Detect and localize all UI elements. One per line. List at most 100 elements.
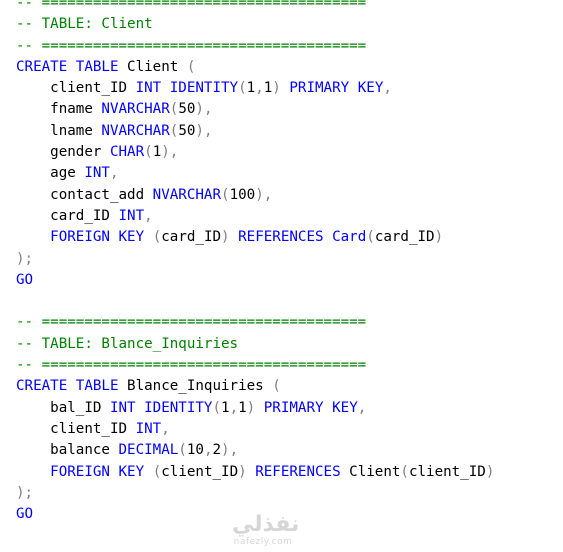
sql-punctuation: , <box>161 420 170 437</box>
sql-code-editor[interactable]: -- =====================================… <box>16 0 556 525</box>
code-line: client_ID INT IDENTITY(1,1) PRIMARY KEY, <box>16 78 556 99</box>
sql-keyword: KEY <box>357 80 384 97</box>
code-line: lname NVARCHAR(50), <box>16 121 556 142</box>
sql-keyword: TABLE <box>75 58 119 75</box>
sql-comment: -- =====================================… <box>16 357 367 374</box>
sql-punctuation: ( <box>238 80 247 97</box>
sql-identifier: 50 <box>178 101 196 118</box>
nafezly-watermark: نفذلي nafezly.com <box>232 512 300 548</box>
sql-punctuation: ( <box>212 399 222 416</box>
sql-punctuation: ), <box>195 122 213 139</box>
sql-punctuation: , <box>144 207 153 224</box>
code-line: GO <box>16 504 556 525</box>
sql-punctuation: ( <box>152 463 162 480</box>
watermark-logo: نفذلي <box>232 512 300 537</box>
sql-identifier: lname <box>16 122 102 139</box>
sql-identifier: bal_ID <box>16 399 110 416</box>
sql-identifier <box>144 464 153 480</box>
sql-punctuation: ( <box>221 186 230 203</box>
sql-identifier: age <box>16 165 85 182</box>
code-line: fname NVARCHAR(50), <box>16 99 556 120</box>
sql-keyword: REFERENCES <box>238 229 324 246</box>
sql-keyword: TABLE <box>75 378 119 395</box>
sql-keyword: REFERENCES <box>255 463 341 480</box>
code-line: ); <box>16 483 556 504</box>
code-line: -- =====================================… <box>16 36 556 57</box>
sql-punctuation: , <box>203 442 213 459</box>
sql-identifier: client_ID <box>161 463 239 480</box>
sql-comment: -- TABLE: Client <box>16 16 153 33</box>
code-line: -- =====================================… <box>16 355 556 376</box>
sql-keyword: IDENTITY <box>144 399 213 416</box>
code-line: FOREIGN KEY (card_ID) REFERENCES Card(ca… <box>16 227 556 248</box>
sql-punctuation: ), <box>221 442 239 459</box>
sql-comment: -- =====================================… <box>16 314 367 331</box>
sql-keyword: Card <box>332 229 367 246</box>
sql-punctuation: ); <box>16 250 34 267</box>
sql-identifier <box>67 59 76 75</box>
watermark-site: nafezly.com <box>233 537 293 547</box>
code-line: -- TABLE: Client <box>16 14 556 35</box>
sql-identifier: Client <box>118 58 187 75</box>
sql-keyword: KEY <box>118 229 145 246</box>
sql-punctuation: ) <box>221 229 230 246</box>
sql-keyword: DECIMAL <box>118 442 179 459</box>
sql-identifier: 10 <box>186 442 204 459</box>
sql-keyword: CHAR <box>109 144 145 161</box>
sql-punctuation: ), <box>161 144 179 161</box>
sql-punctuation: ) <box>434 229 444 246</box>
sql-punctuation: ( <box>178 442 187 459</box>
sql-identifier: Blance_Inquiries <box>118 378 273 395</box>
sql-punctuation: ) <box>272 80 281 97</box>
sql-identifier: client_ID <box>408 463 486 480</box>
code-line: -- =====================================… <box>16 312 556 333</box>
sql-keyword: PRIMARY <box>263 399 324 416</box>
sql-identifier: 1 <box>221 399 230 416</box>
sql-keyword: PRIMARY <box>289 80 350 97</box>
sql-identifier: client_ID <box>16 420 136 437</box>
sql-comment: -- TABLE: Blance_Inquiries <box>16 335 239 352</box>
sql-identifier: 1 <box>263 80 273 97</box>
code-line: CREATE TABLE Client ( <box>16 57 556 78</box>
sql-punctuation: ); <box>16 484 34 501</box>
code-line: balance DECIMAL(10,2), <box>16 440 556 461</box>
sql-comment: -- =====================================… <box>16 0 367 11</box>
sql-punctuation: ) <box>238 463 247 480</box>
sql-identifier: 1 <box>152 144 162 161</box>
sql-identifier: card_ID <box>161 229 222 246</box>
sql-keyword: NVARCHAR <box>152 186 222 203</box>
sql-keyword: INT <box>84 165 110 182</box>
sql-keyword: KEY <box>118 463 145 480</box>
sql-punctuation: , <box>109 165 119 182</box>
code-line: -- =====================================… <box>16 0 556 14</box>
code-line: FOREIGN KEY (client_ID) REFERENCES Clien… <box>16 462 556 483</box>
sql-identifier: Client <box>340 463 401 480</box>
sql-identifier: 50 <box>178 122 196 139</box>
sql-identifier: 1 <box>246 80 256 97</box>
sql-punctuation: ) <box>485 463 495 480</box>
sql-identifier: gender <box>16 144 110 161</box>
code-line: -- TABLE: Blance_Inquiries <box>16 334 556 355</box>
sql-identifier <box>136 400 145 416</box>
sql-identifier: client_ID <box>16 80 136 97</box>
sql-identifier <box>67 378 76 394</box>
sql-punctuation: ( <box>366 229 375 246</box>
sql-identifier <box>349 80 358 96</box>
code-line: age INT, <box>16 163 556 184</box>
sql-punctuation: , <box>357 399 367 416</box>
sql-punctuation: ) <box>246 399 256 416</box>
sql-keyword: CREATE <box>16 378 68 395</box>
code-line: client_ID INT, <box>16 419 556 440</box>
sql-punctuation: , <box>255 80 264 97</box>
sql-punctuation: ( <box>186 58 196 75</box>
sql-identifier: 1 <box>238 399 247 416</box>
code-line: ); <box>16 249 556 270</box>
sql-punctuation: ( <box>169 122 179 139</box>
sql-keyword: INT <box>118 207 145 224</box>
sql-identifier <box>161 80 170 96</box>
sql-identifier <box>16 229 50 245</box>
sql-identifier <box>247 464 256 480</box>
sql-keyword: KEY <box>332 399 358 416</box>
sql-identifier: fname <box>16 101 102 118</box>
sql-punctuation: ( <box>152 229 162 246</box>
